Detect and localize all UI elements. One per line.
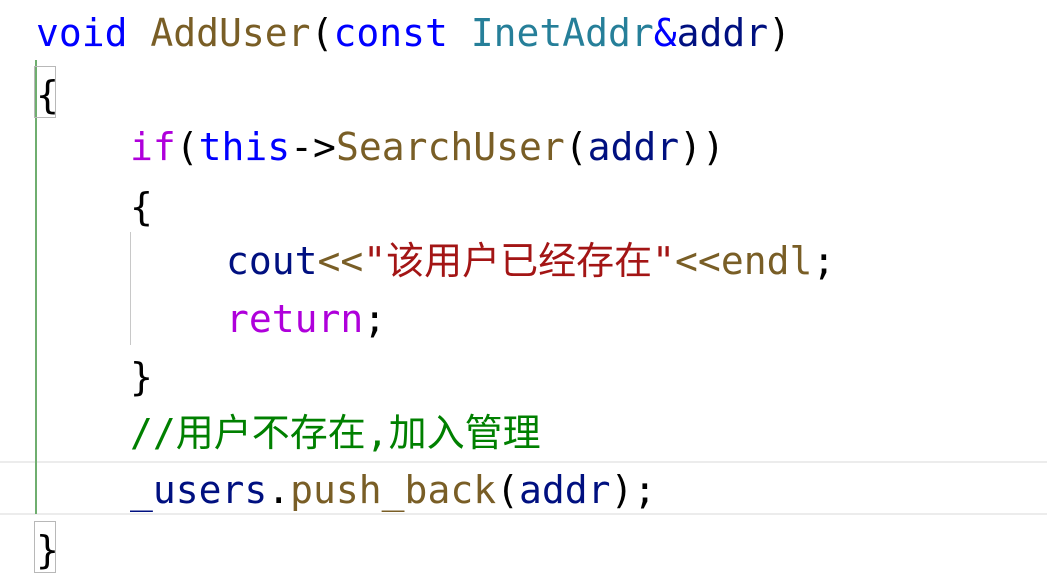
comment-token: //用户不存在,加入管理 xyxy=(130,411,541,455)
operator-token: << xyxy=(317,239,364,283)
keyword-token: if xyxy=(130,125,176,169)
paren-token: ( xyxy=(310,11,334,55)
code-line-1[interactable]: void AddUser(const InetAddr&addr) xyxy=(36,4,791,62)
function-name-token: endl xyxy=(720,239,813,283)
argument-token: addr xyxy=(518,468,611,512)
keyword-token: this xyxy=(198,125,291,169)
operator-token: -> xyxy=(290,125,336,169)
code-line-8[interactable]: //用户不存在,加入管理 xyxy=(130,404,541,462)
brace-token: { xyxy=(130,185,153,229)
code-line-4[interactable]: { xyxy=(130,178,153,236)
paren-token: ( xyxy=(496,468,519,512)
indent-guide xyxy=(130,232,131,345)
operator-token: << xyxy=(675,239,721,283)
operator-token: & xyxy=(653,11,677,55)
code-line-5[interactable]: cout<<"该用户已经存在"<<endl; xyxy=(226,232,835,290)
current-line-highlight xyxy=(0,461,1047,515)
brace-token: } xyxy=(130,355,153,399)
argument-token: addr xyxy=(587,125,680,169)
code-line-2[interactable]: { xyxy=(36,66,59,124)
semicolon-token: ; xyxy=(812,239,836,283)
bracket-match-highlight-close xyxy=(34,521,56,573)
code-line-10[interactable]: } xyxy=(36,521,59,579)
code-line-3[interactable]: if(this->SearchUser(addr)) xyxy=(130,118,725,176)
string-token: "该用户已经存在" xyxy=(363,239,676,283)
keyword-token: void xyxy=(36,11,128,55)
bracket-match-highlight-open xyxy=(34,66,56,118)
paren-token: ); xyxy=(610,468,657,512)
variable-token: cout xyxy=(226,239,318,283)
dot-token: . xyxy=(267,468,291,512)
semicolon-token: ; xyxy=(363,297,387,341)
type-token: InetAddr xyxy=(470,11,654,55)
brace-token: { xyxy=(36,73,59,117)
paren-token: ) xyxy=(768,11,792,55)
fold-range-indicator xyxy=(35,60,37,514)
keyword-token: const xyxy=(333,11,448,55)
paren-token: ( xyxy=(175,125,199,169)
function-name-token: AddUser xyxy=(150,11,311,55)
code-line-6[interactable]: return; xyxy=(226,290,386,348)
parameter-token: addr xyxy=(676,11,769,55)
paren-token: ( xyxy=(564,125,588,169)
code-line-9[interactable]: _users.push_back(addr); xyxy=(130,461,656,519)
paren-token: )) xyxy=(679,125,725,169)
keyword-token: return xyxy=(226,297,364,341)
function-name-token: SearchUser xyxy=(335,125,565,169)
code-line-7[interactable]: } xyxy=(130,348,153,406)
brace-token: } xyxy=(36,528,59,572)
function-name-token: push_back xyxy=(290,468,497,512)
variable-token: _users xyxy=(130,468,268,512)
